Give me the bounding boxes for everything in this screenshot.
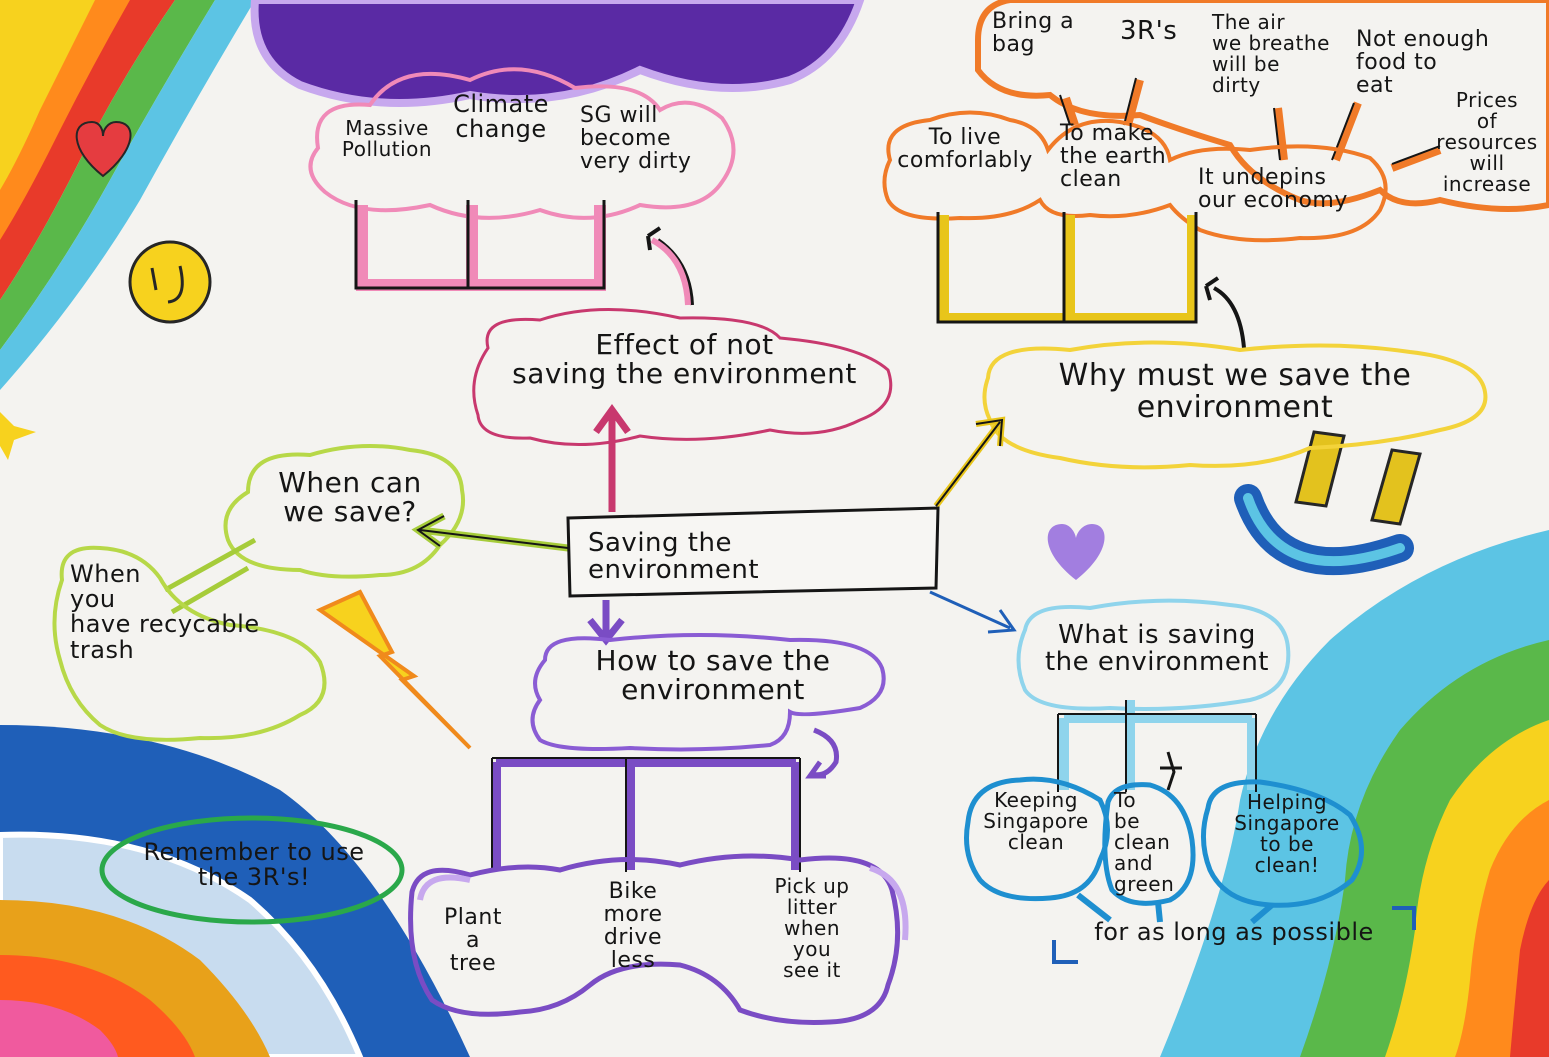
- when-item-1: When you have recycable trash: [70, 560, 260, 664]
- lightning-bolt-icon: [315, 589, 472, 750]
- effect-arrow: [593, 404, 631, 512]
- rainbow-bottom-right: [1160, 530, 1549, 1057]
- effect-items-cloud: [308, 67, 736, 220]
- how-items-cloud: [408, 853, 901, 1025]
- how-bracket: [491, 757, 801, 872]
- why-curl-arrow: [1204, 276, 1246, 349]
- why-bracket: [936, 212, 1198, 324]
- what-note: for as long as possible: [1094, 918, 1374, 946]
- why-sub-connectors: [1059, 77, 1441, 165]
- when-items-cloud: [52, 545, 327, 742]
- effect-bracket: [354, 200, 606, 290]
- how-title: How to save the environment: [595, 644, 831, 707]
- why-title: Why must we save the environment: [1058, 358, 1412, 425]
- when-arrow: [416, 515, 569, 549]
- how-title-cloud: [530, 633, 886, 752]
- what-title-cloud: [1016, 598, 1291, 711]
- how-item-3: Pick up litter when you see it: [774, 874, 850, 982]
- what-note-connectors: [1076, 892, 1274, 925]
- why-bracket-fill: [939, 215, 1197, 323]
- how-bracket-fill: [491, 757, 801, 870]
- why-sub-item-5: Prices of resources will increase: [1436, 88, 1538, 196]
- effect-curl-arrow-color: [650, 237, 691, 306]
- big-smiley-icon: [1234, 430, 1422, 576]
- center-topic: Saving the environment: [588, 528, 760, 586]
- why-sub-item-3: The air we breathe will be dirty: [1212, 10, 1330, 97]
- what-bracket: [1057, 700, 1257, 792]
- star-icon: [0, 412, 36, 460]
- how-curl-arrow: [805, 727, 840, 779]
- reminder-oval: [99, 815, 405, 925]
- what-title: What is saving the environment: [1044, 620, 1270, 678]
- reminder-text: Remember to use the 3R's!: [143, 838, 365, 892]
- effect-bracket-fill: [356, 205, 606, 291]
- smiley-face-icon: [128, 240, 212, 324]
- why-sub-connectors-color: [1062, 78, 1442, 172]
- why-arrow: [935, 418, 1004, 507]
- when-title: When can we save?: [278, 466, 422, 529]
- effect-item-1: Massive Pollution: [341, 116, 433, 161]
- what-arrow: [929, 590, 1017, 634]
- why-sub-item-2: 3R's: [1120, 16, 1178, 46]
- rainbow-top-left: [0, 0, 255, 390]
- what-note-brackets: [1052, 906, 1416, 964]
- what-item-cloud-2: [1102, 782, 1196, 906]
- wave-bottom-left: [0, 725, 470, 1057]
- what-item-2: To be clean and green: [1114, 788, 1175, 896]
- what-item-cloud-1: [964, 776, 1110, 902]
- what-item-1: Keeping Singapore clean: [983, 788, 1089, 854]
- why-item-3: It undepins our economy: [1198, 165, 1348, 214]
- effect-title-cloud: [472, 308, 893, 447]
- what-bracket-fill: [1059, 700, 1257, 790]
- how-items-cloud-glow: [417, 865, 909, 941]
- effect-title: Effect of not saving the environment: [512, 328, 857, 391]
- why-items-cloud: [882, 110, 1388, 243]
- effect-item-2: Climate change: [453, 90, 549, 144]
- purple-cloud-shape: [250, 0, 865, 107]
- how-item-2: Bike more drive less: [603, 879, 663, 974]
- why-sub-item-4: Not enough food to eat: [1356, 27, 1490, 99]
- why-item-1: To live comforlably: [897, 125, 1033, 174]
- effect-item-3: SG will become very dirty: [580, 103, 692, 175]
- why-item-2: To make the earth clean: [1060, 121, 1167, 193]
- center-box: [566, 506, 940, 598]
- why-sub-item-1: Bring a bag: [992, 9, 1075, 58]
- what-item-cloud-3: [1200, 779, 1364, 908]
- red-heart-icon: [75, 120, 132, 178]
- sparkle-icon: [1160, 751, 1182, 791]
- how-item-1: Plant a tree: [444, 905, 502, 977]
- purple-heart-icon: [1047, 524, 1105, 580]
- why-title-cloud: [982, 340, 1488, 470]
- what-item-3: Helping Singapore to be clean!: [1234, 790, 1340, 877]
